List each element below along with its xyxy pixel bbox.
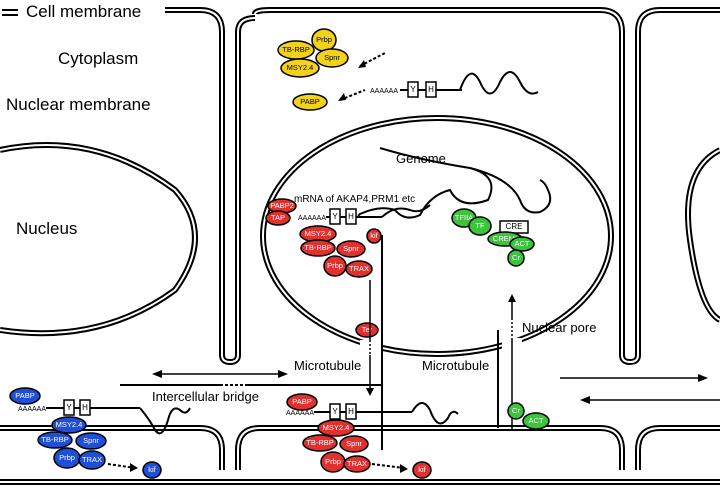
cr-green (507, 249, 525, 267)
red-complex-nuclear: PABP2 TAP MSY2.4 kif TB-RBP Spnr Prbp TR… (265, 198, 382, 338)
microtubule-right-label: Microtubule (422, 358, 489, 373)
pabp-yellow (292, 93, 328, 111)
cell-membranes (0, 7, 720, 485)
kif-blue (142, 461, 162, 479)
tbrbp-blue (37, 431, 73, 449)
svg-text:AAAAAA: AAAAAA (370, 88, 398, 95)
nucleus-label: Nucleus (16, 219, 77, 238)
microtubules (120, 235, 720, 450)
svg-text:AAAAAA: AAAAAA (18, 406, 46, 413)
msy24-blue (51, 416, 87, 434)
svg-text:kif: kif (148, 465, 156, 474)
mrna-label: mRNA of AKAP4,PRM1 etc (294, 194, 415, 205)
red-complex-bottom: PABP MSY2.4 TB-RBP Spnr Prbp TRAX kif (286, 393, 432, 479)
ter-red (355, 322, 379, 338)
svg-text:CRE: CRE (506, 222, 523, 231)
svg-text:MSY2.4: MSY2.4 (323, 423, 350, 432)
cytoplasm-label: Cytoplasm (58, 49, 138, 68)
nuclear-membranes (0, 115, 720, 358)
svg-text:Spnr: Spnr (324, 53, 340, 62)
microtubule-left-label: Microtubule (294, 358, 361, 373)
svg-text:Prbp: Prbp (59, 453, 75, 462)
spnr-red (336, 240, 366, 258)
svg-text:AAAAAA: AAAAAA (286, 410, 314, 417)
svg-text:Y: Y (410, 85, 416, 94)
svg-text:Y: Y (66, 403, 72, 412)
mrna-blue: AAAAAA Y H (18, 399, 191, 435)
msy24-red-bottom (317, 419, 355, 437)
svg-text:MSY2.4: MSY2.4 (56, 420, 83, 429)
svg-text:Y: Y (332, 212, 338, 221)
svg-text:TAP: TAP (271, 213, 285, 222)
act-green-bottom (522, 412, 550, 430)
svg-text:ACT: ACT (515, 239, 530, 248)
svg-text:Spnr: Spnr (346, 439, 362, 448)
svg-text:Prbp: Prbp (327, 261, 343, 270)
svg-text:PABP2: PABP2 (270, 201, 294, 210)
mrna-red-bottom: AAAAAA Y H (286, 402, 459, 425)
spnr-red-bottom (339, 435, 369, 453)
pabp-blue (9, 387, 41, 405)
svg-text:Spnr: Spnr (343, 244, 359, 253)
svg-text:kif: kif (370, 231, 378, 240)
svg-text:ACT: ACT (529, 416, 544, 425)
svg-text:TB-RBP: TB-RBP (306, 438, 334, 447)
tbrbp-red-bottom (302, 434, 338, 452)
nuclear-membrane-label: Nuclear membrane (6, 95, 151, 114)
svg-text:PABP: PABP (300, 97, 319, 106)
svg-text:TRAX: TRAX (82, 455, 102, 464)
yellow-complex: Prbp TB-RBP Spnr MSY2.4 PABP (277, 28, 349, 111)
svg-text:MSY2.4: MSY2.4 (305, 229, 332, 238)
svg-text:Prbp: Prbp (316, 35, 332, 44)
prbp-red (323, 255, 347, 277)
svg-text:TB-RBP: TB-RBP (282, 45, 310, 54)
svg-text:H: H (348, 407, 354, 416)
svg-text:TFIIA: TFIIA (455, 213, 473, 222)
svg-text:PABP: PABP (292, 397, 311, 406)
green-complex: CRE TFIIA TF CREMt ACT Cr (451, 208, 535, 267)
mrna-nuclear: AAAAAA Y H (298, 204, 431, 225)
kif-red-bottom (412, 461, 432, 479)
cell-membrane-label: Cell membrane (26, 2, 141, 21)
svg-text:Spnr: Spnr (83, 436, 99, 445)
svg-text:CREMt: CREMt (493, 234, 518, 243)
intercellular-bridge-label: Intercellular bridge (152, 389, 259, 404)
svg-text:TF: TF (475, 221, 485, 230)
trax-red-bottom (343, 455, 371, 473)
nuclear-pore-label: Nuclear pore (522, 320, 596, 335)
mrna-top: AAAAAA Y H (338, 52, 539, 101)
green-bottom: Cr ACT (507, 402, 550, 430)
trax-red (345, 260, 373, 278)
trax-blue (78, 450, 106, 470)
svg-text:PABP: PABP (15, 391, 34, 400)
svg-text:TB-RBP: TB-RBP (304, 243, 332, 252)
svg-text:Ter: Ter (362, 325, 373, 334)
svg-text:Cr: Cr (512, 406, 520, 415)
svg-text:TB-RBP: TB-RBP (41, 435, 69, 444)
svg-text:H: H (348, 212, 354, 221)
svg-text:H: H (82, 403, 88, 412)
tap-red (265, 210, 291, 226)
pabp-red (286, 393, 318, 411)
cr-green-bottom (507, 402, 525, 420)
act-green (509, 236, 535, 252)
svg-text:TRAX: TRAX (349, 264, 369, 273)
svg-text:TRAX: TRAX (347, 459, 367, 468)
genome-strand (357, 147, 552, 219)
tf-green (468, 216, 492, 236)
blue-complex: PABP MSY2.4 TB-RBP Spnr Prbp TRAX kif (9, 387, 162, 479)
msy24-yellow (280, 58, 320, 78)
svg-text:AAAAAA: AAAAAA (298, 215, 326, 222)
spnr-yellow (315, 48, 349, 68)
svg-text:Y: Y (332, 407, 338, 416)
spnr-blue (75, 432, 107, 450)
svg-text:Prbp: Prbp (325, 457, 341, 466)
svg-text:MSY2.4: MSY2.4 (287, 63, 314, 72)
svg-text:Cr: Cr (512, 253, 520, 262)
tbrbp-red (300, 239, 336, 257)
svg-text:H: H (428, 85, 434, 94)
svg-text:kif: kif (418, 465, 426, 474)
